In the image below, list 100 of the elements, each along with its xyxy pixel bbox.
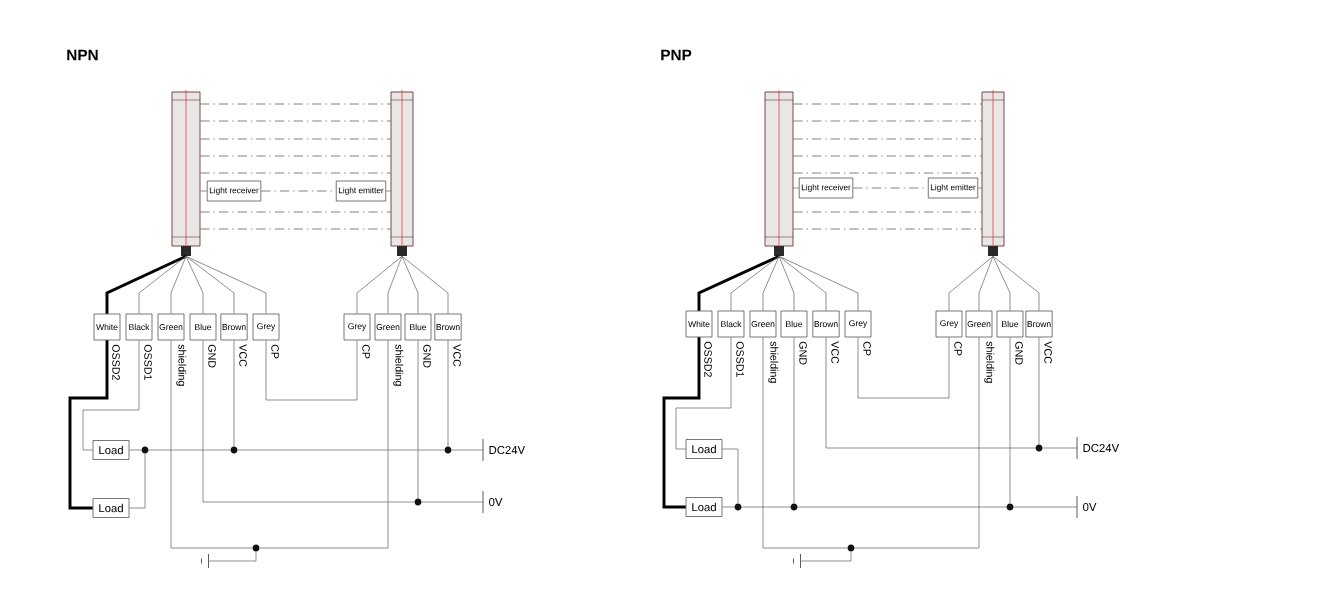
wire	[385, 190, 392, 192]
wire-color-box: Brown	[220, 313, 248, 341]
wire-color-box: Black	[125, 313, 153, 341]
wire	[1042, 447, 1078, 449]
wire-color-box: Green	[965, 310, 993, 338]
wire-color-box: Brown	[812, 310, 840, 338]
wire	[741, 506, 791, 508]
wire	[185, 255, 235, 315]
wire	[778, 255, 795, 312]
wire	[421, 501, 484, 503]
wire-label: GND	[208, 344, 216, 368]
light-beam	[199, 211, 392, 213]
light-beam	[199, 120, 392, 122]
wire	[148, 449, 231, 451]
light-beam	[199, 138, 392, 140]
wire	[447, 339, 449, 447]
light-beam	[260, 190, 337, 192]
ground-symbol	[201, 553, 209, 569]
wire-color-box: Green	[749, 310, 777, 338]
light-beam	[792, 211, 983, 213]
wire-label: shielding	[393, 344, 404, 386]
wire	[170, 255, 187, 315]
wire	[259, 339, 389, 549]
wire-label: OSSD1	[736, 341, 744, 377]
wire	[778, 255, 859, 312]
wire	[797, 506, 1007, 508]
wire	[170, 339, 253, 549]
light-curtain-bar	[764, 89, 794, 256]
wire-label: shielding	[768, 341, 779, 383]
wire	[992, 255, 1040, 312]
wire	[793, 336, 795, 504]
wire-color-box: White	[93, 313, 121, 341]
wire	[401, 255, 419, 315]
wire	[721, 506, 735, 508]
wire	[662, 337, 701, 509]
wire	[697, 254, 780, 311]
wire-color-box: Blue	[780, 310, 808, 338]
light-beam	[199, 155, 392, 157]
wire-color-box: White	[685, 310, 713, 338]
wire	[105, 254, 187, 314]
wire	[128, 449, 142, 451]
wire	[401, 255, 449, 315]
wire-color-box: Green	[157, 313, 185, 341]
ground-symbol	[793, 553, 801, 569]
wire	[762, 255, 780, 312]
wire	[265, 339, 358, 401]
power-terminal: DC24V	[482, 438, 526, 462]
light-curtain-bar	[390, 89, 414, 256]
light-beam	[792, 103, 983, 105]
light-beam	[792, 120, 983, 122]
wire-color-box: Grey	[343, 313, 371, 341]
light-beam	[792, 228, 983, 230]
wire	[675, 336, 732, 450]
wire-label: CP	[362, 344, 370, 359]
wire-color-box: Blue	[404, 313, 432, 341]
wire-label: CP	[271, 344, 279, 359]
label-box: Light emitter	[927, 177, 979, 199]
wire	[857, 336, 950, 399]
wire	[237, 449, 445, 451]
wire-label: CP	[954, 341, 962, 356]
wire	[825, 336, 1036, 449]
wire	[202, 339, 415, 503]
light-beam	[199, 228, 392, 230]
wire	[1009, 336, 1011, 504]
light-beam	[792, 172, 983, 174]
panel-title: NPN	[67, 49, 98, 61]
wire	[417, 339, 419, 499]
wire-color-box: Grey	[844, 310, 872, 338]
label-box: Light receiver	[206, 180, 262, 202]
label-box: Light emitter	[335, 180, 387, 202]
load-box: Load	[92, 440, 130, 460]
wire-label: shielding	[176, 344, 187, 386]
wire	[800, 551, 852, 562]
wire-label: GND	[799, 341, 807, 365]
wire-color-box: Blue	[189, 313, 217, 341]
wire	[199, 190, 208, 192]
wire-label: VCC	[1044, 341, 1052, 364]
wire	[82, 339, 140, 451]
load-box: Load	[685, 497, 723, 517]
wire	[185, 255, 267, 315]
wire	[948, 255, 994, 312]
wire	[778, 255, 827, 312]
label-box: Light receiver	[798, 177, 854, 199]
light-beam	[792, 155, 983, 157]
wire	[1013, 506, 1078, 508]
wire	[854, 336, 980, 549]
light-curtain-bar	[171, 89, 201, 256]
panel-title: PNP	[661, 49, 692, 61]
wire	[387, 255, 403, 315]
wire-color-box: Brown	[434, 313, 462, 341]
power-terminal: 0V	[482, 490, 503, 514]
light-curtain-bar	[981, 89, 1005, 256]
wire	[762, 336, 848, 549]
load-box: Load	[685, 439, 723, 459]
wire-label: GND	[423, 344, 431, 368]
wire-color-box: Green	[374, 313, 402, 341]
power-terminal: DC24V	[1076, 436, 1120, 460]
wire	[978, 255, 994, 312]
wire-color-box: Black	[717, 310, 745, 338]
wire	[128, 453, 146, 509]
